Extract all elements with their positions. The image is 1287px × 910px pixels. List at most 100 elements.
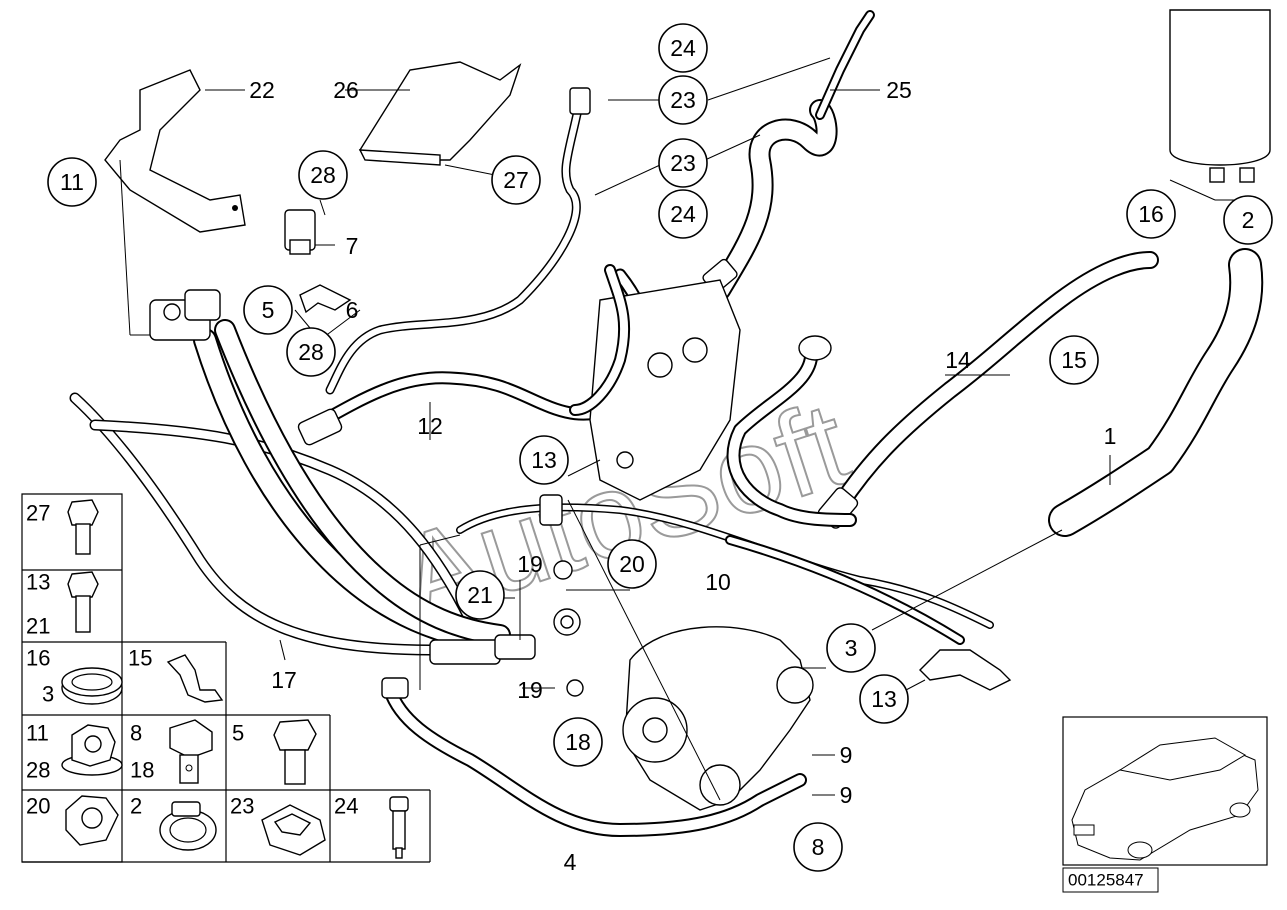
svg-text:18: 18 — [130, 758, 154, 783]
svg-text:27: 27 — [26, 501, 50, 526]
leader-lines — [119, 57, 1255, 801]
clip-retainer-icon — [261, 804, 326, 856]
hose-10-rack-line — [456, 494, 994, 645]
callout-17: 17 — [271, 667, 297, 693]
svg-text:28: 28 — [298, 339, 324, 365]
callout-20: 20 — [607, 539, 657, 589]
svg-text:28: 28 — [310, 162, 336, 188]
car-icon — [1071, 737, 1259, 861]
legend-cell-24: 24 — [334, 794, 409, 859]
legend-cell-11-28: 11 28 — [26, 721, 123, 783]
svg-text:28: 28 — [26, 758, 50, 783]
hex-nut-icon — [65, 795, 119, 846]
callout-9-lower: 9 — [840, 782, 853, 808]
callout-22: 22 — [249, 77, 275, 103]
hose-return-right — [726, 335, 857, 527]
document-number: 00125847 — [1068, 871, 1144, 890]
callout-1: 1 — [1104, 423, 1117, 449]
svg-text:8: 8 — [130, 721, 142, 746]
svg-text:11: 11 — [60, 169, 84, 195]
shield-26 — [358, 61, 522, 166]
callout-21: 21 — [455, 570, 505, 620]
svg-text:24: 24 — [670, 201, 696, 227]
legend-cell-23: 23 — [230, 794, 326, 856]
hose-1 — [1048, 248, 1264, 537]
svg-text:2: 2 — [130, 794, 142, 819]
svg-text:5: 5 — [232, 721, 244, 746]
svg-text:27: 27 — [503, 167, 529, 193]
callout-2: 2 — [1223, 195, 1273, 245]
legend-cell-13-21: 13 21 — [26, 570, 99, 639]
hose-4 — [381, 677, 807, 837]
hose-17-long-return-line — [69, 392, 476, 656]
fitting-cluster-mid — [429, 560, 584, 697]
svg-text:16: 16 — [26, 646, 50, 671]
legend-cell-20: 20 — [26, 794, 119, 846]
callout-6: 6 — [346, 297, 359, 323]
svg-text:21: 21 — [467, 582, 493, 608]
flange-nut-icon — [61, 724, 123, 776]
svg-text:21: 21 — [26, 614, 50, 639]
hose-clamp-icon — [61, 667, 123, 705]
pump — [622, 626, 814, 811]
svg-text:15: 15 — [128, 646, 152, 671]
callout-23-top: 23 — [658, 75, 708, 125]
callout-24-second: 24 — [658, 189, 708, 239]
callout-27: 27 — [491, 155, 541, 205]
legend-cell-2: 2 — [130, 794, 217, 851]
callout-26: 26 — [333, 77, 359, 103]
stud-pin-icon — [389, 796, 409, 859]
banjo-bolt-icon — [169, 719, 213, 784]
callout-15: 15 — [1049, 335, 1099, 385]
callout-24-top: 24 — [658, 23, 708, 73]
callout-23-second: 23 — [658, 138, 708, 188]
callout-5: 5 — [243, 285, 293, 335]
callout-3: 3 — [826, 623, 876, 673]
svg-text:5: 5 — [262, 297, 275, 323]
svg-text:20: 20 — [26, 794, 50, 819]
legend-cell-15: 15 — [128, 646, 224, 703]
document-number-box: 00125847 — [1062, 867, 1159, 893]
callout-18: 18 — [553, 717, 603, 767]
svg-text:3: 3 — [42, 682, 54, 707]
svg-text:24: 24 — [670, 35, 696, 61]
svg-text:24: 24 — [334, 794, 358, 819]
callout-11: 11 — [47, 157, 97, 207]
svg-text:8: 8 — [812, 834, 825, 860]
svg-text:3: 3 — [845, 635, 858, 661]
vehicle-thumbnail — [1062, 716, 1268, 866]
callout-19-lower: 19 — [517, 677, 543, 703]
callout-9-upper: 9 — [840, 742, 853, 768]
hose-pressure-main — [193, 319, 511, 652]
svg-text:2: 2 — [1242, 207, 1255, 233]
legend-cell-8-18: 8 18 — [130, 719, 213, 784]
callout-7: 7 — [346, 233, 359, 259]
callout-10: 10 — [705, 569, 731, 595]
hose-bracket-icon — [166, 654, 224, 703]
svg-text:11: 11 — [26, 721, 49, 746]
hardware-legend-grid: 27 13 21 16 3 15 — [21, 493, 431, 863]
svg-text:23: 23 — [230, 794, 254, 819]
callout-12: 12 — [417, 413, 443, 439]
callout-14: 14 — [945, 347, 971, 373]
line-23-24-upper — [325, 87, 591, 395]
bolt-icon — [67, 499, 99, 555]
callout-13-right: 13 — [859, 674, 909, 724]
bracket-7 — [284, 209, 352, 314]
svg-text:23: 23 — [670, 150, 696, 176]
svg-text:13: 13 — [531, 447, 557, 473]
worm-clamp-icon — [159, 801, 217, 851]
hex-bolt-icon — [273, 719, 317, 785]
bracket-22 — [104, 69, 246, 233]
callout-16: 16 — [1126, 189, 1176, 239]
bolt-icon — [67, 571, 99, 633]
callout-4: 4 — [564, 849, 577, 875]
svg-text:16: 16 — [1138, 201, 1164, 227]
reservoir — [1169, 9, 1271, 183]
callout-8: 8 — [793, 822, 843, 872]
legend-cell-5: 5 — [232, 719, 317, 785]
bracket-13-right — [919, 649, 1012, 691]
legend-cell-27: 27 — [26, 499, 99, 555]
valve-block-left — [149, 289, 221, 341]
callout-28-upper: 28 — [298, 150, 348, 200]
